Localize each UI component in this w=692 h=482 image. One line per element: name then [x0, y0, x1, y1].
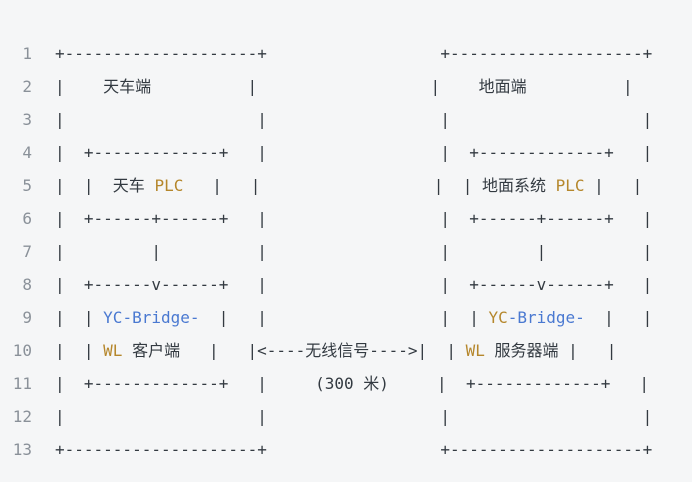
line-number: 2 [22, 77, 32, 96]
code-text: | | | | [55, 103, 652, 136]
code-line: 3 | | | | [0, 103, 692, 136]
code-segment-keyword: PLC [154, 176, 184, 195]
code-text: | | WL 客户端 | |<----无线信号---->| | WL 服务器端 … [55, 334, 616, 367]
code-line: 13 +--------------------+ +--------------… [0, 433, 692, 466]
code-segment-identifier: YC-Bridge- [103, 308, 200, 327]
code-segment: | | [55, 341, 104, 360]
code-segment: | | [584, 308, 653, 327]
line-number: 10 [12, 341, 32, 360]
code-line: 11 | +-------------+ | (300 米) | +-------… [0, 367, 692, 400]
code-text: | | 天车 PLC | | | | 地面系统 PLC | | [55, 169, 642, 202]
line-number: 13 [12, 440, 32, 459]
code-text: +--------------------+ +----------------… [55, 433, 652, 466]
code-segment: +--------------------+ +----------------… [55, 440, 653, 459]
code-segment-identifier: -Bridge- [507, 308, 585, 327]
code-segment: | +-------------+ | (300 米) | +---------… [55, 374, 649, 393]
code-line: 8 | +------v------+ | | +------v------+ | [0, 268, 692, 301]
line-number: 9 [22, 308, 32, 327]
code-line: 6 | +------+------+ | | +------+------+ | [0, 202, 692, 235]
code-text: | +------+------+ | | +------+------+ | [55, 202, 652, 235]
code-segment: | +------+------+ | | +------+------+ | [55, 209, 653, 228]
code-line: 12 | | | | [0, 400, 692, 433]
line-number: 6 [22, 209, 32, 228]
code-line: 10 | | WL 客户端 | |<----无线信号---->| | WL 服务器… [0, 334, 692, 367]
line-number: 4 [22, 143, 32, 162]
code-segment-keyword: WL [465, 341, 485, 360]
code-line: 7 | | | | | | [0, 235, 692, 268]
code-segment: 服务器端 | | [484, 341, 617, 360]
line-number: 8 [22, 275, 32, 294]
code-segment: | 天车端 | | 地面端 | [55, 77, 633, 96]
code-segment: +--------------------+ +----------------… [55, 44, 653, 63]
line-number: 11 [12, 374, 32, 393]
code-segment: | +-------------+ | | +-------------+ | [55, 143, 653, 162]
code-line: 2 | 天车端 | | 地面端 | [0, 70, 692, 103]
code-segment: | | | | [55, 110, 653, 129]
code-segment: | | | | | | [55, 242, 653, 261]
code-segment: | | 天车 [55, 176, 155, 195]
code-text: | | | | [55, 400, 652, 433]
code-segment: | | [55, 308, 104, 327]
code-segment: | +------v------+ | | +------v------+ | [55, 275, 653, 294]
code-text: | +-------------+ | (300 米) | +---------… [55, 367, 649, 400]
code-segment: | | | | [199, 308, 489, 327]
code-segment: 客户端 | |<----无线信号---->| | [122, 341, 466, 360]
code-text: | +-------------+ | | +-------------+ | [55, 136, 652, 169]
code-segment-keyword: PLC [555, 176, 585, 195]
line-number: 1 [22, 44, 32, 63]
line-number: 5 [22, 176, 32, 195]
code-text: +--------------------+ +----------------… [55, 37, 652, 70]
line-number: 3 [22, 110, 32, 129]
code-text: | +------v------+ | | +------v------+ | [55, 268, 652, 301]
code-text: | | YC-Bridge- | | | | YC-Bridge- | | [55, 301, 652, 334]
code-text: | 天车端 | | 地面端 | [55, 70, 633, 103]
code-segment: | | | | [55, 407, 653, 426]
code-segment: | | [584, 176, 643, 195]
line-number: 7 [22, 242, 32, 261]
line-number: 12 [12, 407, 32, 426]
code-line: 5 | | 天车 PLC | | | | 地面系统 PLC | | [0, 169, 692, 202]
code-line: 4 | +-------------+ | | +-------------+ | [0, 136, 692, 169]
code-segment-keyword: WL [103, 341, 123, 360]
code-line: 9 | | YC-Bridge- | | | | YC-Bridge- | | [0, 301, 692, 334]
code-text: | | | | | | [55, 235, 652, 268]
code-segment: | | | | 地面系统 [183, 176, 556, 195]
code-line: 1 +--------------------+ +---------------… [0, 37, 692, 70]
code-segment-keyword: YC [488, 308, 508, 327]
